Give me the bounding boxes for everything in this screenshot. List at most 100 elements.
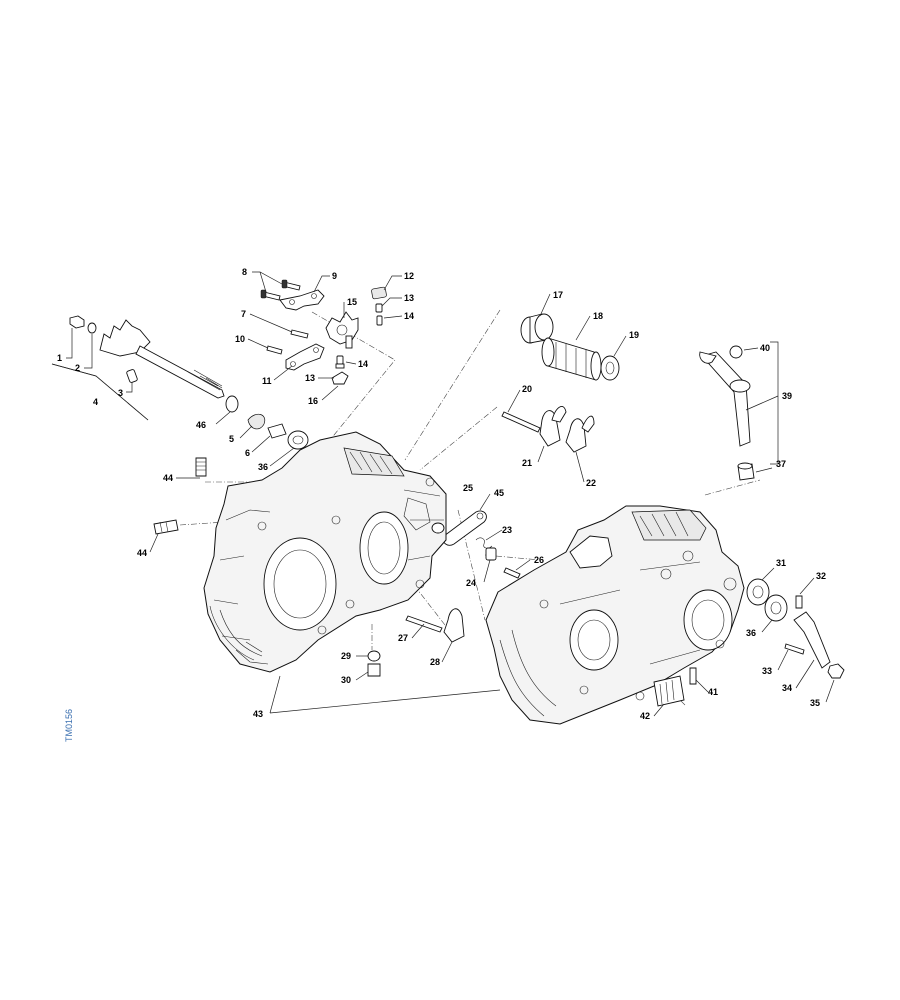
callout-18: 18 <box>593 311 603 321</box>
left-crankcase-half <box>203 431 447 673</box>
return-spring-icon <box>475 537 493 549</box>
callout-3: 3 <box>118 388 123 398</box>
spring-icon <box>247 413 266 430</box>
dowel-group <box>153 457 207 535</box>
callout-16: 16 <box>308 396 318 406</box>
drain-plug-icon <box>367 663 381 677</box>
detent-lever-icon <box>331 371 349 385</box>
bolt-icon <box>784 643 805 655</box>
shift-shaft-icon <box>135 345 225 399</box>
callout-22: 22 <box>586 478 596 488</box>
ball-icon <box>335 363 345 369</box>
washer-icon <box>225 395 239 413</box>
callout-39: 39 <box>782 391 792 401</box>
drawing-code: TM0156 <box>64 709 74 742</box>
bolt-icon <box>290 329 309 339</box>
nut-icon <box>827 663 845 679</box>
shift-shaft-group <box>69 315 309 450</box>
right-side-seals-group <box>746 578 845 679</box>
callout-32: 32 <box>816 571 826 581</box>
callout-13-bottom: 13 <box>305 373 315 383</box>
callout-40: 40 <box>760 343 770 353</box>
callout-41: 41 <box>708 687 718 697</box>
callout-27: 27 <box>398 633 408 643</box>
bolt-head-icon <box>729 345 743 359</box>
hollow-dowel-icon <box>195 457 207 477</box>
spring-pin-icon <box>336 355 344 365</box>
nut-icon <box>69 315 85 329</box>
callout-24: 24 <box>466 578 476 588</box>
callout-labels: 1 2 3 4 5 6 7 8 9 10 11 12 13 13 14 14 1… <box>57 267 826 721</box>
callout-11: 11 <box>262 376 272 386</box>
callout-28: 28 <box>430 657 440 667</box>
callout-42: 42 <box>640 711 650 721</box>
shift-cam-star-icon <box>325 311 359 345</box>
shift-fork-icon <box>443 608 465 643</box>
callout-17: 17 <box>553 290 563 300</box>
callout-23: 23 <box>502 525 512 535</box>
callout-6: 6 <box>245 448 250 458</box>
roller-icon <box>485 547 497 561</box>
callout-29: 29 <box>341 651 351 661</box>
callout-20: 20 <box>522 384 532 394</box>
leader-lines <box>51 271 835 717</box>
fork-shaft-icon <box>501 411 541 433</box>
callout-13-top: 13 <box>404 293 414 303</box>
threaded-stud-icon <box>653 675 685 707</box>
shift-drum-group <box>520 313 620 381</box>
oil-seal-icon <box>287 430 309 450</box>
callout-44-bottom: 44 <box>137 548 147 558</box>
washer-icon <box>367 650 381 662</box>
ball-icon <box>376 315 383 326</box>
shift-drum-icon <box>547 337 597 381</box>
callout-14-top: 14 <box>404 311 414 321</box>
callout-35: 35 <box>810 698 820 708</box>
callout-4: 4 <box>93 397 98 407</box>
callout-12: 12 <box>404 271 414 281</box>
locking-plate-icon <box>279 289 325 311</box>
callout-33: 33 <box>762 666 772 676</box>
shift-fork-icon <box>565 418 587 453</box>
callout-15: 15 <box>347 297 357 307</box>
bushing-icon <box>267 423 287 439</box>
callout-30: 30 <box>341 675 351 685</box>
screw-icon <box>795 595 803 609</box>
callout-36-right: 36 <box>746 628 756 638</box>
callout-9: 9 <box>332 271 337 281</box>
callout-36-left: 36 <box>258 462 268 472</box>
callout-45: 45 <box>494 488 504 498</box>
selector-parts <box>367 510 521 677</box>
callout-14-bottom: 14 <box>358 359 368 369</box>
selector-lever-icon <box>442 510 487 546</box>
callout-5: 5 <box>229 434 234 444</box>
callout-8: 8 <box>242 267 247 277</box>
right-crankcase-half <box>485 505 745 725</box>
callout-34: 34 <box>782 683 792 693</box>
callout-21: 21 <box>522 458 532 468</box>
callout-46: 46 <box>196 420 206 430</box>
oil-seal-icon <box>764 594 788 622</box>
spring-pin-icon <box>375 303 383 313</box>
oil-seal-icon <box>746 578 770 606</box>
callout-19: 19 <box>629 330 639 340</box>
shift-lever-shaft-group <box>699 345 755 481</box>
callout-10: 10 <box>235 334 245 344</box>
ball-bearing-icon <box>600 355 620 381</box>
pin-icon <box>126 369 138 383</box>
callout-26: 26 <box>534 555 544 565</box>
screw-icon <box>503 567 521 579</box>
screw-icon <box>689 667 697 685</box>
dowel-icon <box>371 286 387 300</box>
callout-43: 43 <box>253 709 263 719</box>
callout-1: 1 <box>57 353 62 363</box>
callout-2: 2 <box>75 363 80 373</box>
callout-31: 31 <box>776 558 786 568</box>
callout-37: 37 <box>776 459 786 469</box>
lever-icon <box>793 611 831 669</box>
shift-cam-group <box>260 279 387 385</box>
washer-icon <box>87 322 97 334</box>
bolt-icon <box>266 345 283 355</box>
callout-25: 25 <box>463 483 473 493</box>
callout-7: 7 <box>241 309 246 319</box>
